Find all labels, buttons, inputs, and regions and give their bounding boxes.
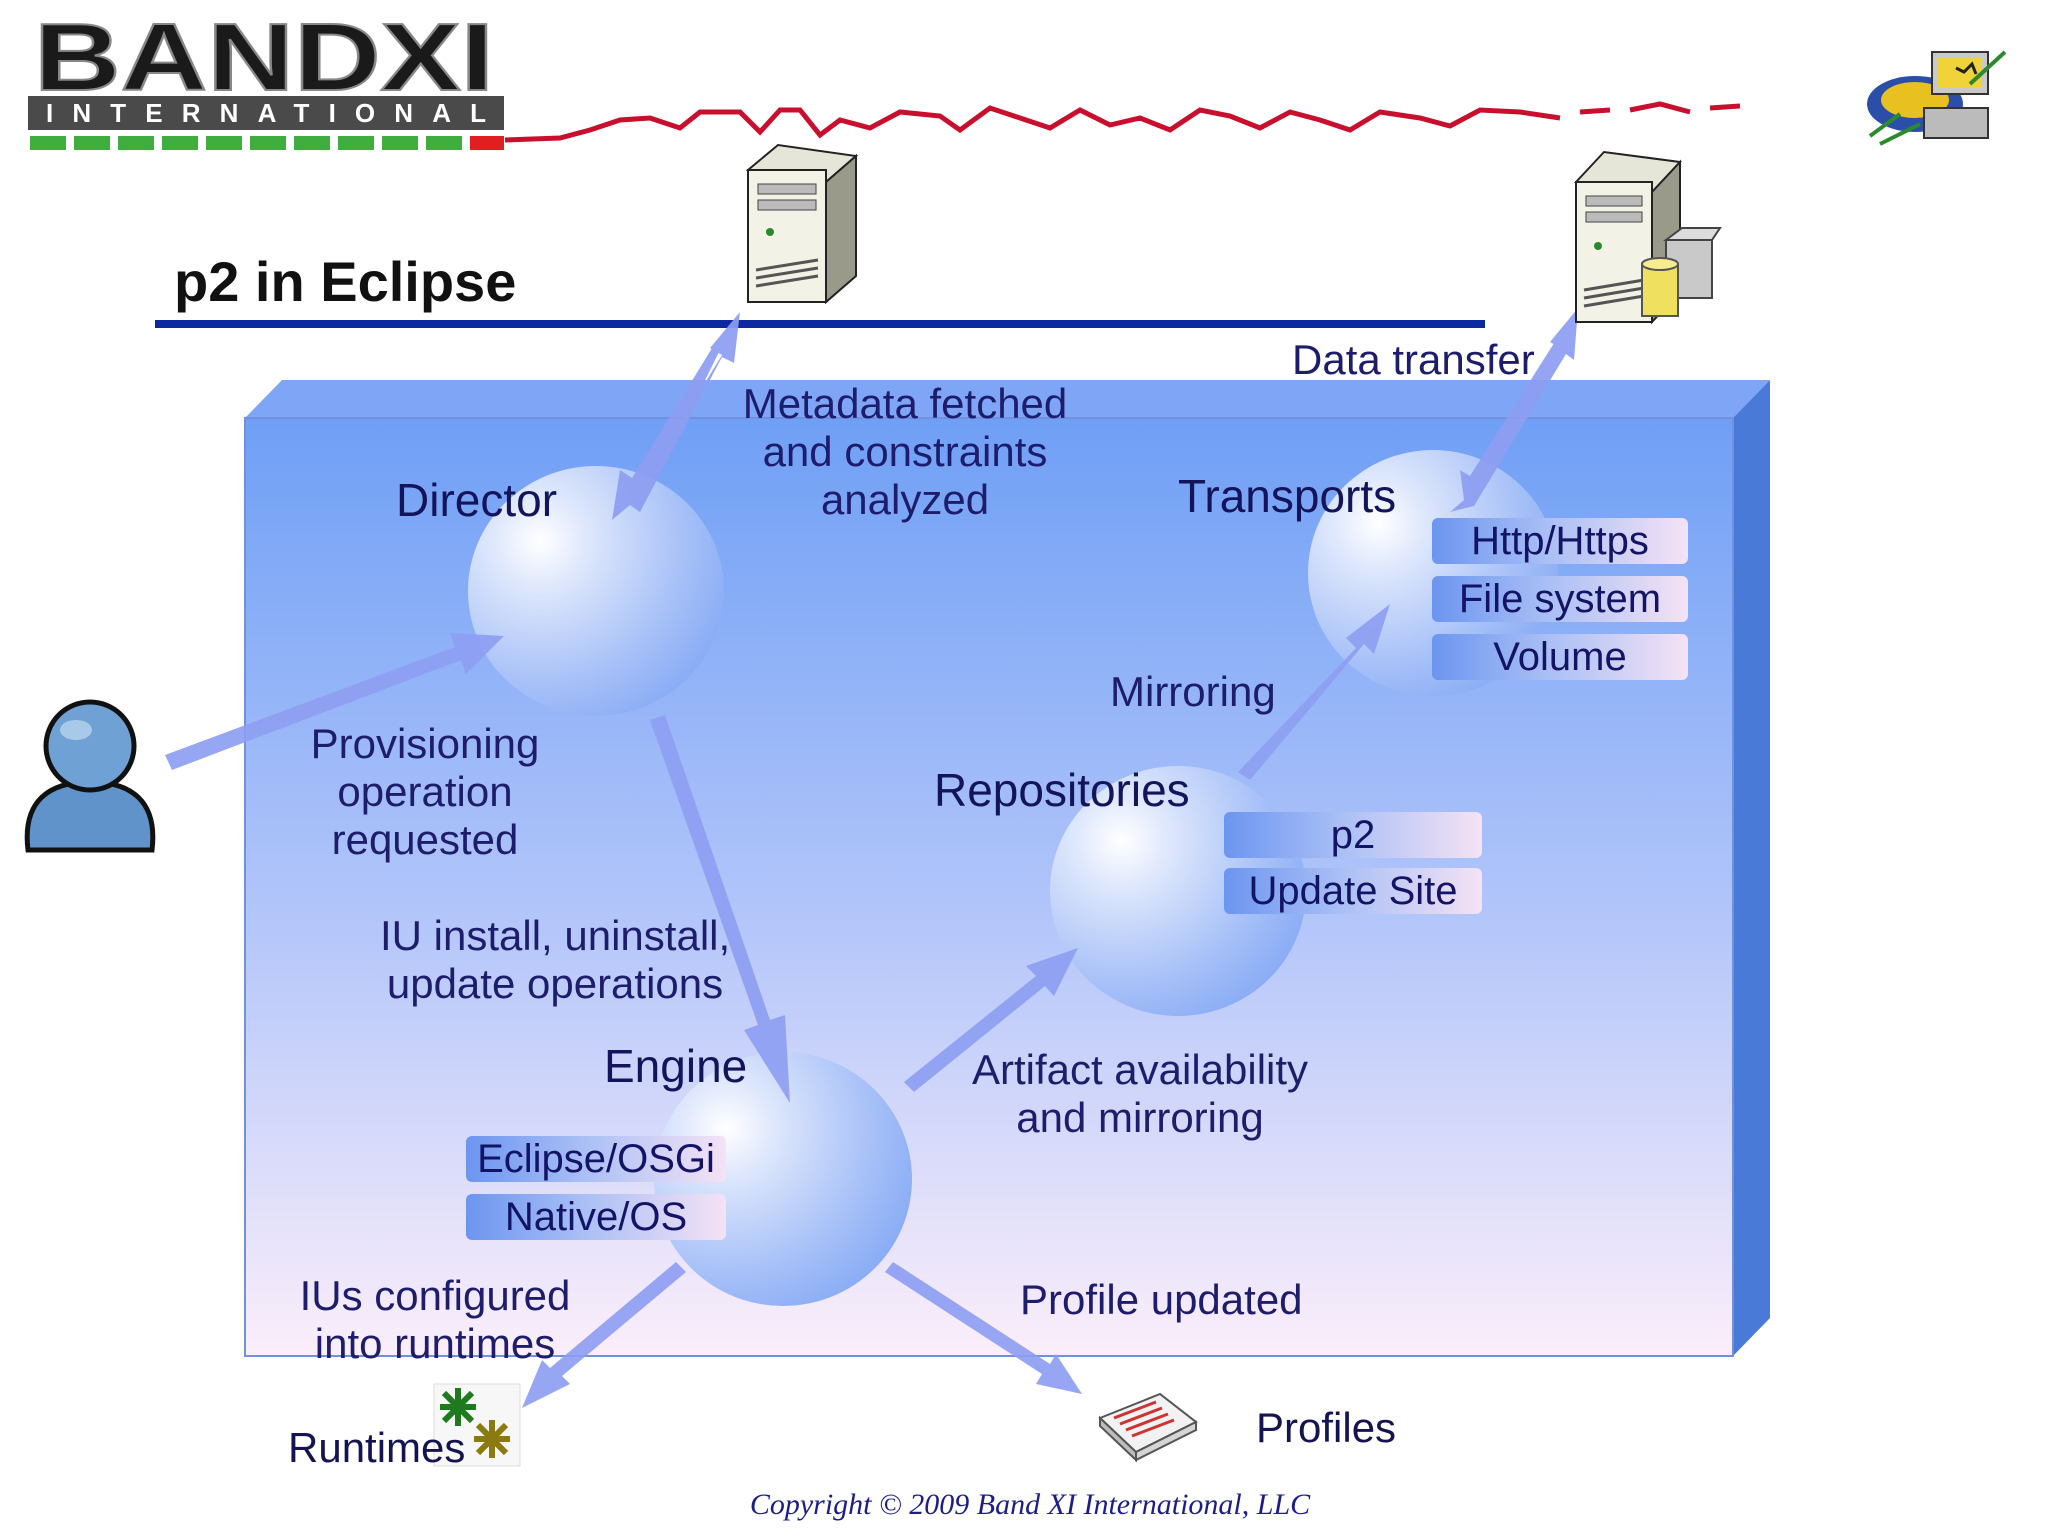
- repositories-label: Repositories: [934, 764, 1190, 816]
- transport-item-http: Http/Https: [1432, 518, 1688, 564]
- iu-operations-label: IU install, uninstall,update operations: [380, 912, 731, 1007]
- copyright-footer: Copyright © 2009 Band XI International, …: [749, 1488, 1311, 1521]
- title-rule: [155, 320, 1485, 328]
- director-label: Director: [396, 474, 558, 526]
- bandxi-logo: BANDXI INTERNATIONAL: [26, 12, 506, 152]
- profiles-label: Profiles: [1256, 1404, 1397, 1451]
- runtimes-label: Runtimes: [288, 1424, 466, 1471]
- user-icon: [20, 690, 160, 860]
- network-clipart-icon: [1860, 44, 2010, 148]
- repository-item-update-site: Update Site: [1224, 868, 1482, 914]
- runtimes-icon: [432, 1382, 522, 1468]
- engine-item-native-os: Native/OS: [466, 1194, 726, 1240]
- svg-text:INTERNATIONAL: INTERNATIONAL: [46, 98, 486, 128]
- profile-updated-label: Profile updated: [1020, 1276, 1303, 1323]
- profiles-icon: [1096, 1388, 1200, 1464]
- engine-label: Engine: [604, 1040, 748, 1092]
- svg-text:BANDXI: BANDXI: [34, 12, 494, 111]
- director-sphere: [468, 466, 724, 716]
- transports-label: Transports: [1178, 470, 1397, 522]
- database-server-icon: [1570, 142, 1726, 326]
- transport-item-file-system: File system: [1432, 576, 1688, 622]
- server-icon: [738, 140, 868, 310]
- repository-item-p2: p2: [1224, 812, 1482, 858]
- mirroring-label: Mirroring: [1110, 668, 1276, 715]
- transport-item-volume: Volume: [1432, 634, 1688, 680]
- engine-item-eclipse-osgi: Eclipse/OSGi: [466, 1136, 726, 1182]
- data-transfer-label: Data transfer: [1292, 336, 1535, 383]
- page-title: p2 in Eclipse: [174, 250, 517, 313]
